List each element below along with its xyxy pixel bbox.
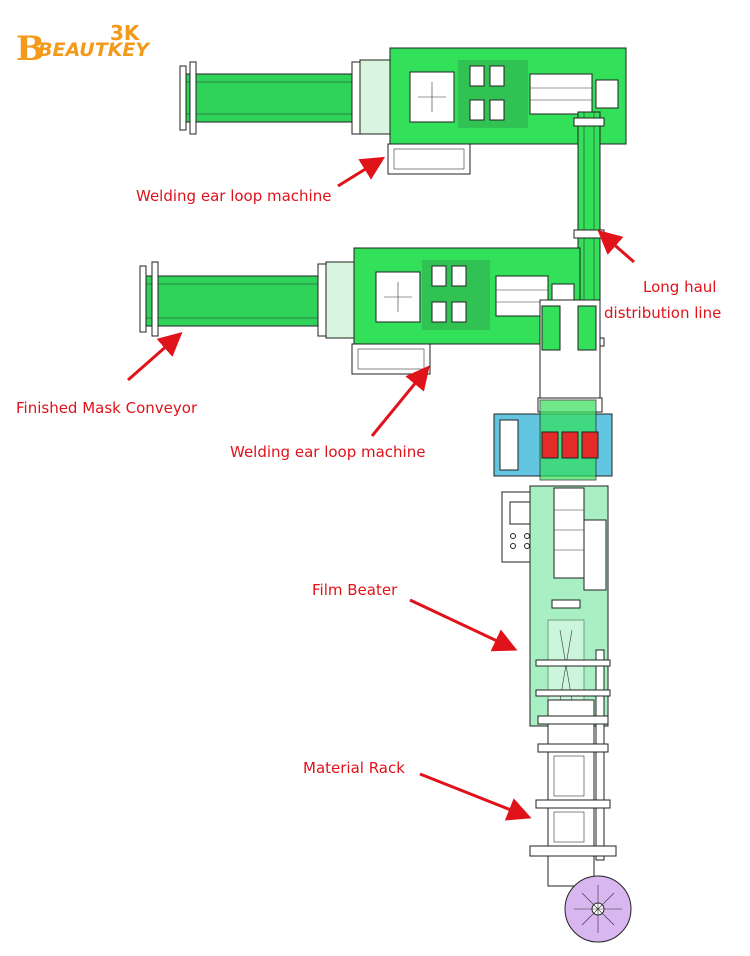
conveyor-bottom xyxy=(142,275,320,327)
brand-logo-name: BEAUTKEY xyxy=(38,39,151,61)
welding-machine-top xyxy=(179,47,627,175)
arrow-welding-bottom xyxy=(370,365,430,437)
red-unit-1 xyxy=(541,431,559,459)
brand-logo-badge: 3K xyxy=(110,21,141,45)
arrow-long-haul xyxy=(597,230,635,264)
label-welding-bottom: Welding ear loop machine xyxy=(230,443,425,461)
label-welding-top: Welding ear loop machine xyxy=(136,187,331,205)
arrow-welding-top xyxy=(337,156,386,188)
welding-machine-bottom xyxy=(139,247,581,375)
arrow-film-beater xyxy=(409,598,518,652)
conveyor-top xyxy=(181,73,363,123)
brand-logo-initial: B xyxy=(16,29,45,69)
brand-logo: B BEAUTKEY 3K xyxy=(16,21,151,69)
main-line xyxy=(493,299,632,943)
red-unit-3 xyxy=(581,431,599,459)
label-finished-conveyor: Finished Mask Conveyor xyxy=(16,399,198,417)
arrow-finished-conveyor xyxy=(127,332,183,382)
arrow-material-rack xyxy=(419,772,532,821)
label-long-haul-1: Long haul xyxy=(643,278,716,296)
material-rack-body xyxy=(547,699,595,887)
label-long-haul-2: distribution line xyxy=(604,304,721,322)
red-unit-2 xyxy=(561,431,579,459)
label-material-rack: Material Rack xyxy=(303,759,405,777)
label-film-beater: Film Beater xyxy=(312,581,398,599)
